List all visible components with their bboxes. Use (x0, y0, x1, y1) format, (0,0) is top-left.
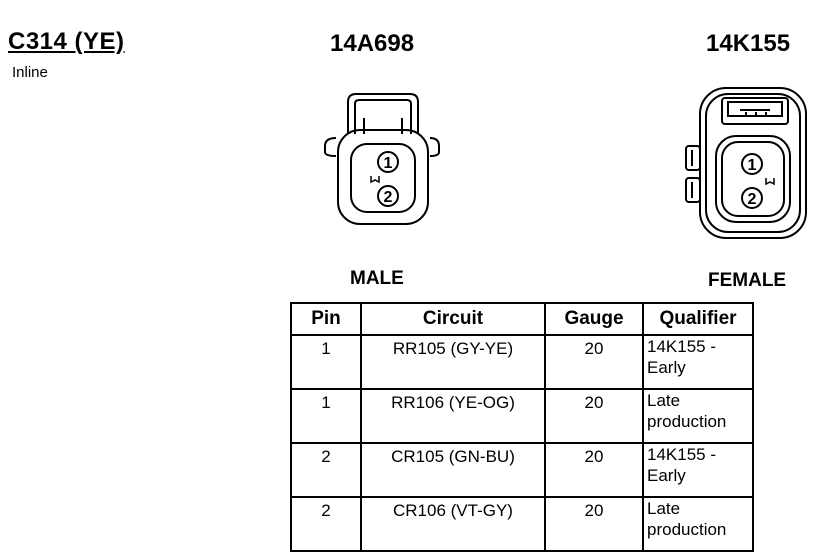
pin-table: Pin Circuit Gauge Qualifier 1 RR105 (GY-… (290, 302, 754, 552)
female-connector-diagram: 1 2 (685, 87, 807, 239)
cell-qualifier: 14K155 -Early (642, 442, 754, 498)
male-pin-1: 1 (377, 151, 399, 173)
male-connector-diagram: 1 2 (324, 93, 440, 225)
male-pin-2: 2 (377, 185, 399, 207)
header-qualifier: Qualifier (642, 302, 754, 336)
cell-circuit: CR106 (VT-GY) (360, 496, 546, 552)
cell-circuit: RR106 (YE-OG) (360, 388, 546, 444)
female-label: FEMALE (708, 270, 787, 291)
table-row: 1 RR105 (GY-YE) 20 14K155 -Early (290, 334, 754, 390)
cell-gauge: 20 (544, 334, 644, 390)
header-gauge: Gauge (544, 302, 644, 336)
female-part-number: 14K155 (706, 30, 791, 57)
cell-qualifier: 14K155 -Early (642, 334, 754, 390)
cell-circuit: CR105 (GN-BU) (360, 442, 546, 498)
male-part-number: 14A698 (330, 30, 415, 57)
cell-pin: 2 (290, 442, 362, 498)
svg-text:2: 2 (384, 189, 393, 206)
connector-id: C314 (YE) (8, 28, 125, 55)
male-label: MALE (350, 268, 404, 289)
header-circuit: Circuit (360, 302, 546, 336)
female-key-mark-icon (765, 178, 775, 186)
cell-gauge: 20 (544, 442, 644, 498)
header-pin: Pin (290, 302, 362, 336)
female-pin-2: 2 (741, 187, 763, 209)
table-row: 2 CR105 (GN-BU) 20 14K155 -Early (290, 442, 754, 498)
cell-gauge: 20 (544, 496, 644, 552)
cell-circuit: RR105 (GY-YE) (360, 334, 546, 390)
cell-gauge: 20 (544, 388, 644, 444)
connector-type: Inline (12, 64, 48, 81)
cell-pin: 1 (290, 388, 362, 444)
svg-text:1: 1 (748, 157, 757, 174)
svg-text:2: 2 (748, 191, 757, 208)
pin-table-header: Pin Circuit Gauge Qualifier (290, 302, 754, 336)
cell-pin: 1 (290, 334, 362, 390)
svg-text:1: 1 (384, 155, 393, 172)
female-pin-1: 1 (741, 153, 763, 175)
cell-pin: 2 (290, 496, 362, 552)
male-key-mark-icon (370, 176, 380, 184)
